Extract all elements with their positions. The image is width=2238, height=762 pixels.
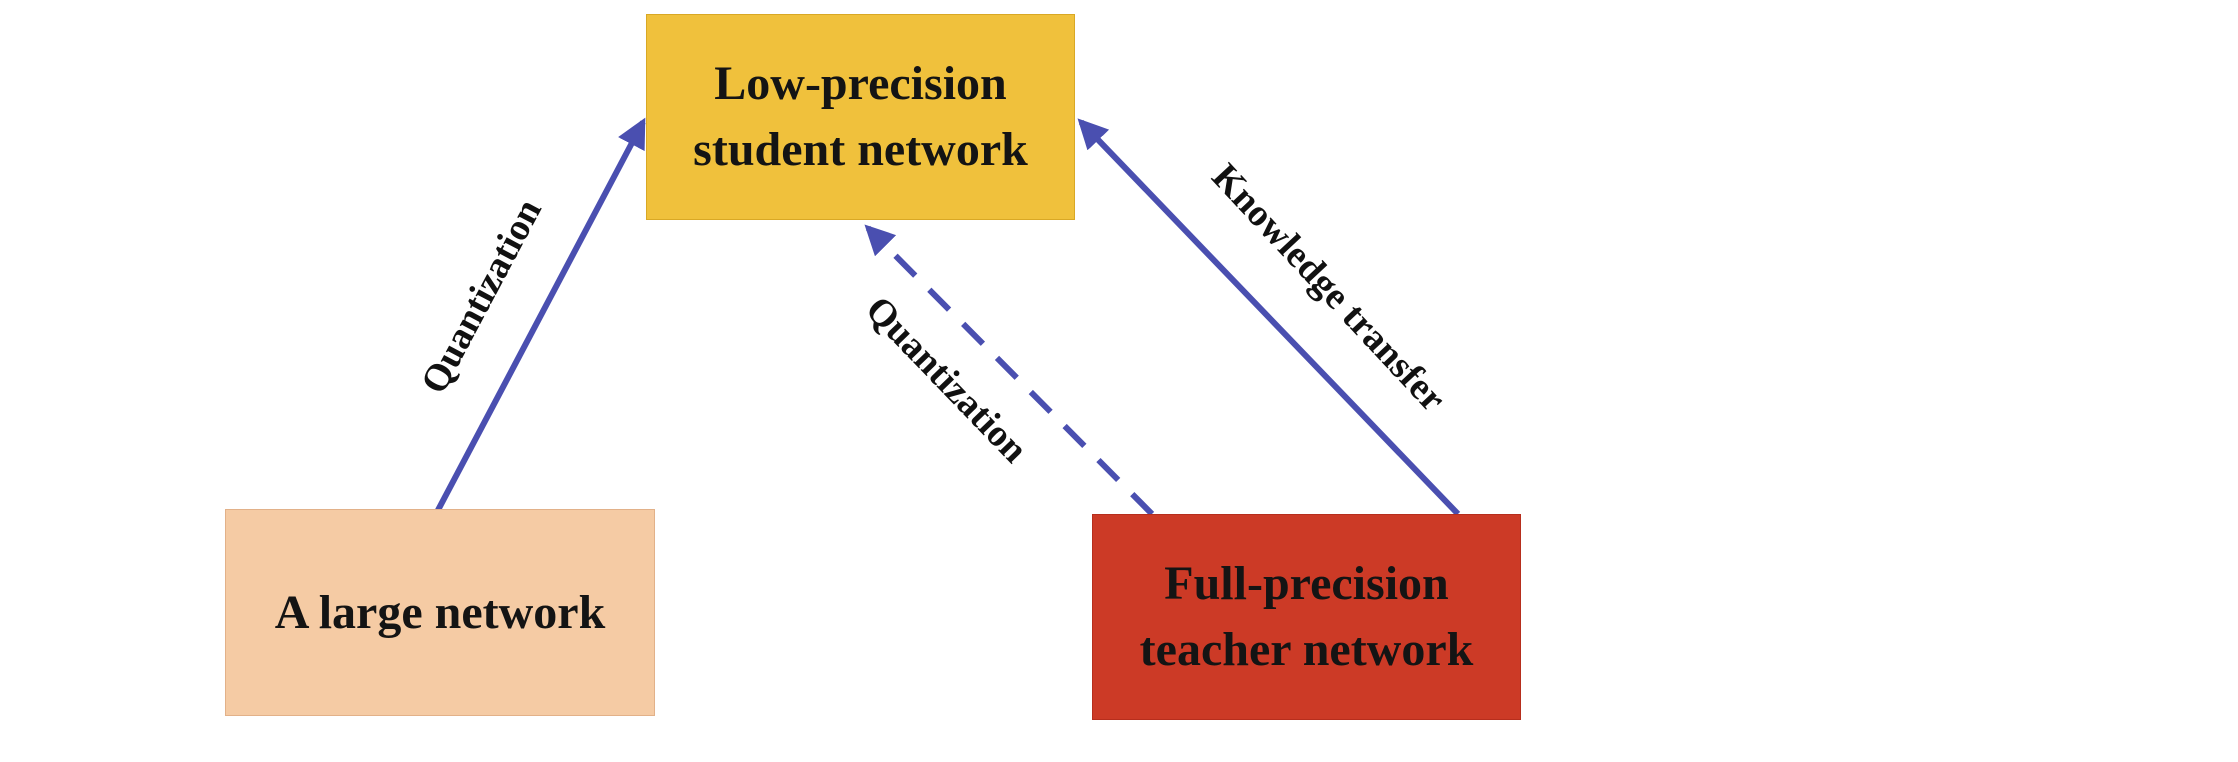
- node-label-large: A large network: [274, 585, 606, 639]
- node-full-precision-teacher-network: Full-precision teacher network: [1092, 514, 1521, 720]
- node-label-student: Low-precision student network: [693, 57, 1028, 176]
- arrow-teacher-to-student-dashed: [864, 224, 1155, 517]
- edge-label-teacher-to-student-dashed: Quantization: [857, 288, 1035, 471]
- node-large-network: A large network: [225, 509, 655, 716]
- edge-label-large-to-student: Quantization: [413, 192, 550, 400]
- node-label-teacher: Full-precision teacher network: [1139, 557, 1474, 676]
- arrow-teacher-to-student: [1077, 118, 1461, 517]
- node-low-precision-student-network: Low-precision student network: [646, 14, 1075, 220]
- arrow-large-to-student: [434, 117, 646, 514]
